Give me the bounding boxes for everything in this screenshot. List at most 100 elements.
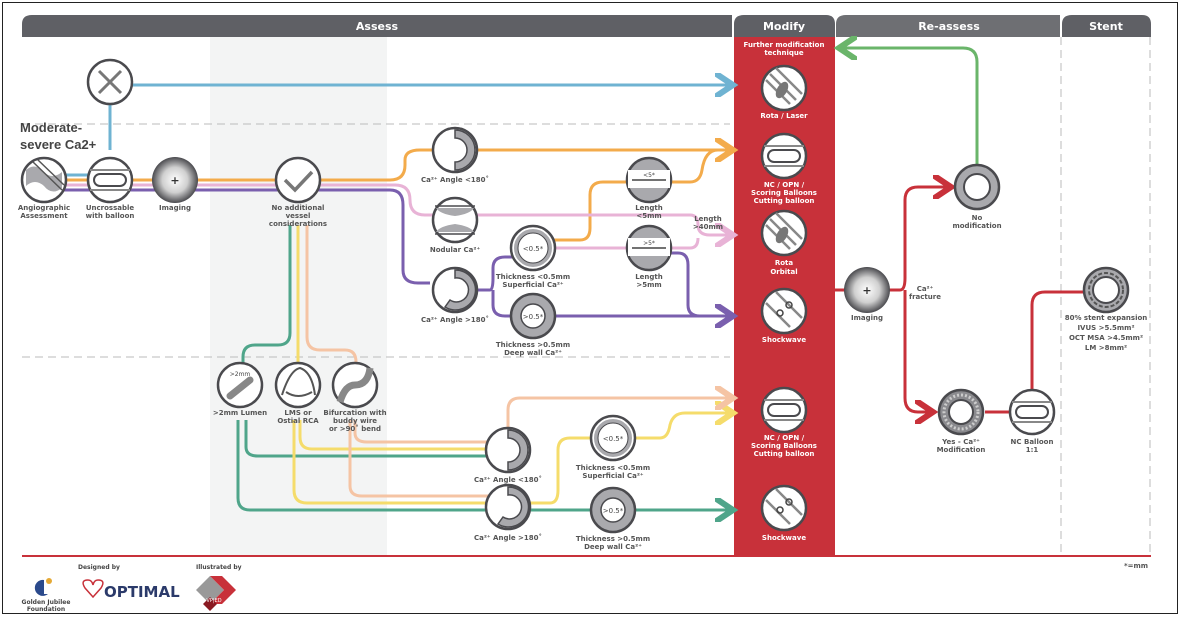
label-nodular: Nodular Ca²⁺ <box>430 246 481 254</box>
icon-text-gt5: >5* <box>643 240 655 247</box>
angiographic-icon <box>20 156 68 204</box>
label-fracture-1: Ca²⁺ <box>917 285 934 293</box>
illustrated-by-label: Illustrated by <box>196 564 242 571</box>
label-no-additional-1: No additional <box>272 204 325 212</box>
label-angle-lt180-bottom: Ca²⁺ Angle <180˚ <box>474 476 542 484</box>
label-nc-top-1: NC / OPN / <box>764 181 805 189</box>
nc-balloon-bottom-icon[interactable] <box>760 386 808 434</box>
label-thickness-lt-top-2: Superficial Ca²⁺ <box>502 281 563 289</box>
icon-text-gt05-bottom: >0.5* <box>603 507 624 515</box>
label-stent-1: 80% stent expansion <box>1065 314 1148 322</box>
label-further-2: technique <box>764 49 804 57</box>
path-pink-length <box>540 237 700 250</box>
angle-lt180-bottom-icon <box>484 426 532 474</box>
lms-icon <box>274 361 322 409</box>
length-long-icon: >5* <box>625 224 673 272</box>
label-no-additional-3: considerations <box>269 220 327 228</box>
label-rota-orbital-2: Orbital <box>770 268 797 276</box>
path-yellow-thickness-lt <box>530 413 730 505</box>
label-thickness-gt-bottom-2: Deep wall Ca²⁺ <box>584 543 642 551</box>
icon-text-gt2mm: >2mm <box>230 371 251 378</box>
golden-jubilee-2: Foundation <box>27 606 65 613</box>
shockwave-bottom-icon[interactable] <box>760 484 808 532</box>
label-no-additional-2: vessel <box>286 212 311 220</box>
label-nc-balloon-2: 1:1 <box>1026 446 1039 454</box>
no-modification-icon <box>953 163 1001 211</box>
header-stent: Stent <box>1089 20 1123 33</box>
unit-note: *=mm <box>1124 562 1148 570</box>
angle-gt180-icon <box>431 266 479 314</box>
path-purple-length-gt5 <box>670 251 701 318</box>
label-rota-orbital-1: Rota <box>775 259 794 267</box>
path-orange-angle-lt180 <box>62 150 730 182</box>
designed-by-label: Designed by <box>78 564 120 571</box>
rota-orbital-icon[interactable] <box>760 209 808 257</box>
path-red-stent <box>985 290 1085 414</box>
label-length-gt5-2: >5mm <box>636 281 661 289</box>
header-stent-bar <box>1062 15 1151 37</box>
thickness-deep-bottom-icon: >0.5* <box>589 486 637 534</box>
thickness-thin-bottom-icon: <0.5* <box>589 414 637 462</box>
path-orange-thickness-lt <box>540 148 719 242</box>
thickness-deep-icon: >0.5* <box>509 292 557 340</box>
thickness-thin-icon: <0.5* <box>509 224 557 272</box>
label-nc-top-3: Cutting balloon <box>754 197 815 205</box>
label-thickness-lt-bottom-2: Superficial Ca²⁺ <box>582 472 643 480</box>
header-assess: Assess <box>356 20 399 33</box>
label-thickness-lt-bottom-1: Thickness <0.5mm <box>576 464 650 472</box>
label-lumen: >2mm Lumen <box>213 409 267 417</box>
label-length-gt5-1: Length <box>635 273 663 281</box>
vped-text: VP|ED <box>206 598 221 604</box>
path-yellow-angle-gt180 <box>292 420 490 505</box>
path-purple-thickness <box>470 255 730 316</box>
golden-jubilee-logo: Golden Jubilee Foundation <box>22 578 70 613</box>
path-peach-down <box>305 225 358 363</box>
label-length-lt5-1: Length <box>635 204 663 212</box>
angle-gt180-bottom-icon <box>484 483 532 531</box>
path-peach-angle-gt180 <box>348 420 490 498</box>
path-teal-down <box>241 225 292 368</box>
icon-text-lt5: <5* <box>643 172 655 179</box>
label-thickness-gt-top-2: Deep wall Ca²⁺ <box>504 349 562 357</box>
icon-text-gt05: >0.5* <box>523 313 544 321</box>
svg-text:+: + <box>170 174 179 187</box>
label-shockwave-top: Shockwave <box>762 336 806 344</box>
label-stent-4: LM >8mm² <box>1085 344 1127 352</box>
label-thickness-lt-top-1: Thickness <0.5mm <box>496 273 570 281</box>
label-nc-balloon-1: NC Balloon <box>1011 438 1054 446</box>
label-nc-bottom-3: Cutting balloon <box>754 450 815 458</box>
path-red-yes-mod <box>903 290 930 412</box>
rota-laser-icon[interactable] <box>760 64 808 112</box>
yes-modification-icon <box>937 388 985 436</box>
label-angle-gt180-bottom: Ca²⁺ Angle >180˚ <box>474 534 542 542</box>
lumen-icon: >2mm <box>216 361 264 409</box>
label-no-mod-2: modification <box>952 222 1001 230</box>
vped-logo: VP|ED <box>196 576 236 611</box>
label-thickness-gt-bottom-1: Thickness >0.5mm <box>576 535 650 543</box>
path-purple-angle-gt180 <box>62 188 430 285</box>
angle-lt180-icon <box>431 126 479 174</box>
label-nc-bottom-2: Scoring Balloons <box>751 442 817 450</box>
label-fracture-2: fracture <box>909 293 941 301</box>
header-modify-bar <box>734 15 835 37</box>
path-yellow-angle-lt180 <box>298 420 490 451</box>
label-rota-laser: Rota / Laser <box>760 112 808 120</box>
header-modify: Modify <box>763 20 805 33</box>
label-length-gt40-2: >40mm <box>693 223 723 231</box>
label-yes-mod-1: Yes - Ca²⁺ <box>941 438 980 446</box>
label-uncrossable-1: Uncrossable <box>86 204 135 212</box>
label-angle-lt180-top: Ca²⁺ Angle <180˚ <box>421 176 489 184</box>
shockwave-top-icon[interactable] <box>760 287 808 335</box>
path-pink-nodular <box>62 183 730 235</box>
imaging-icon: + <box>152 157 198 203</box>
length-short-icon: <5* <box>625 156 673 204</box>
label-shockwave-bottom: Shockwave <box>762 534 806 542</box>
nc-balloon-top-icon[interactable] <box>760 132 808 180</box>
optimal-text: OPTIMAL <box>104 583 180 601</box>
label-nc-bottom-1: NC / OPN / <box>764 434 805 442</box>
label-stent-3: OCT MSA >4.5mm² <box>1069 334 1143 342</box>
optimal-logo: OPTIMAL <box>82 579 180 601</box>
label-yes-mod-2: Modification <box>937 446 986 454</box>
label-imaging: Imaging <box>159 204 191 212</box>
balloon-icon <box>86 156 134 204</box>
